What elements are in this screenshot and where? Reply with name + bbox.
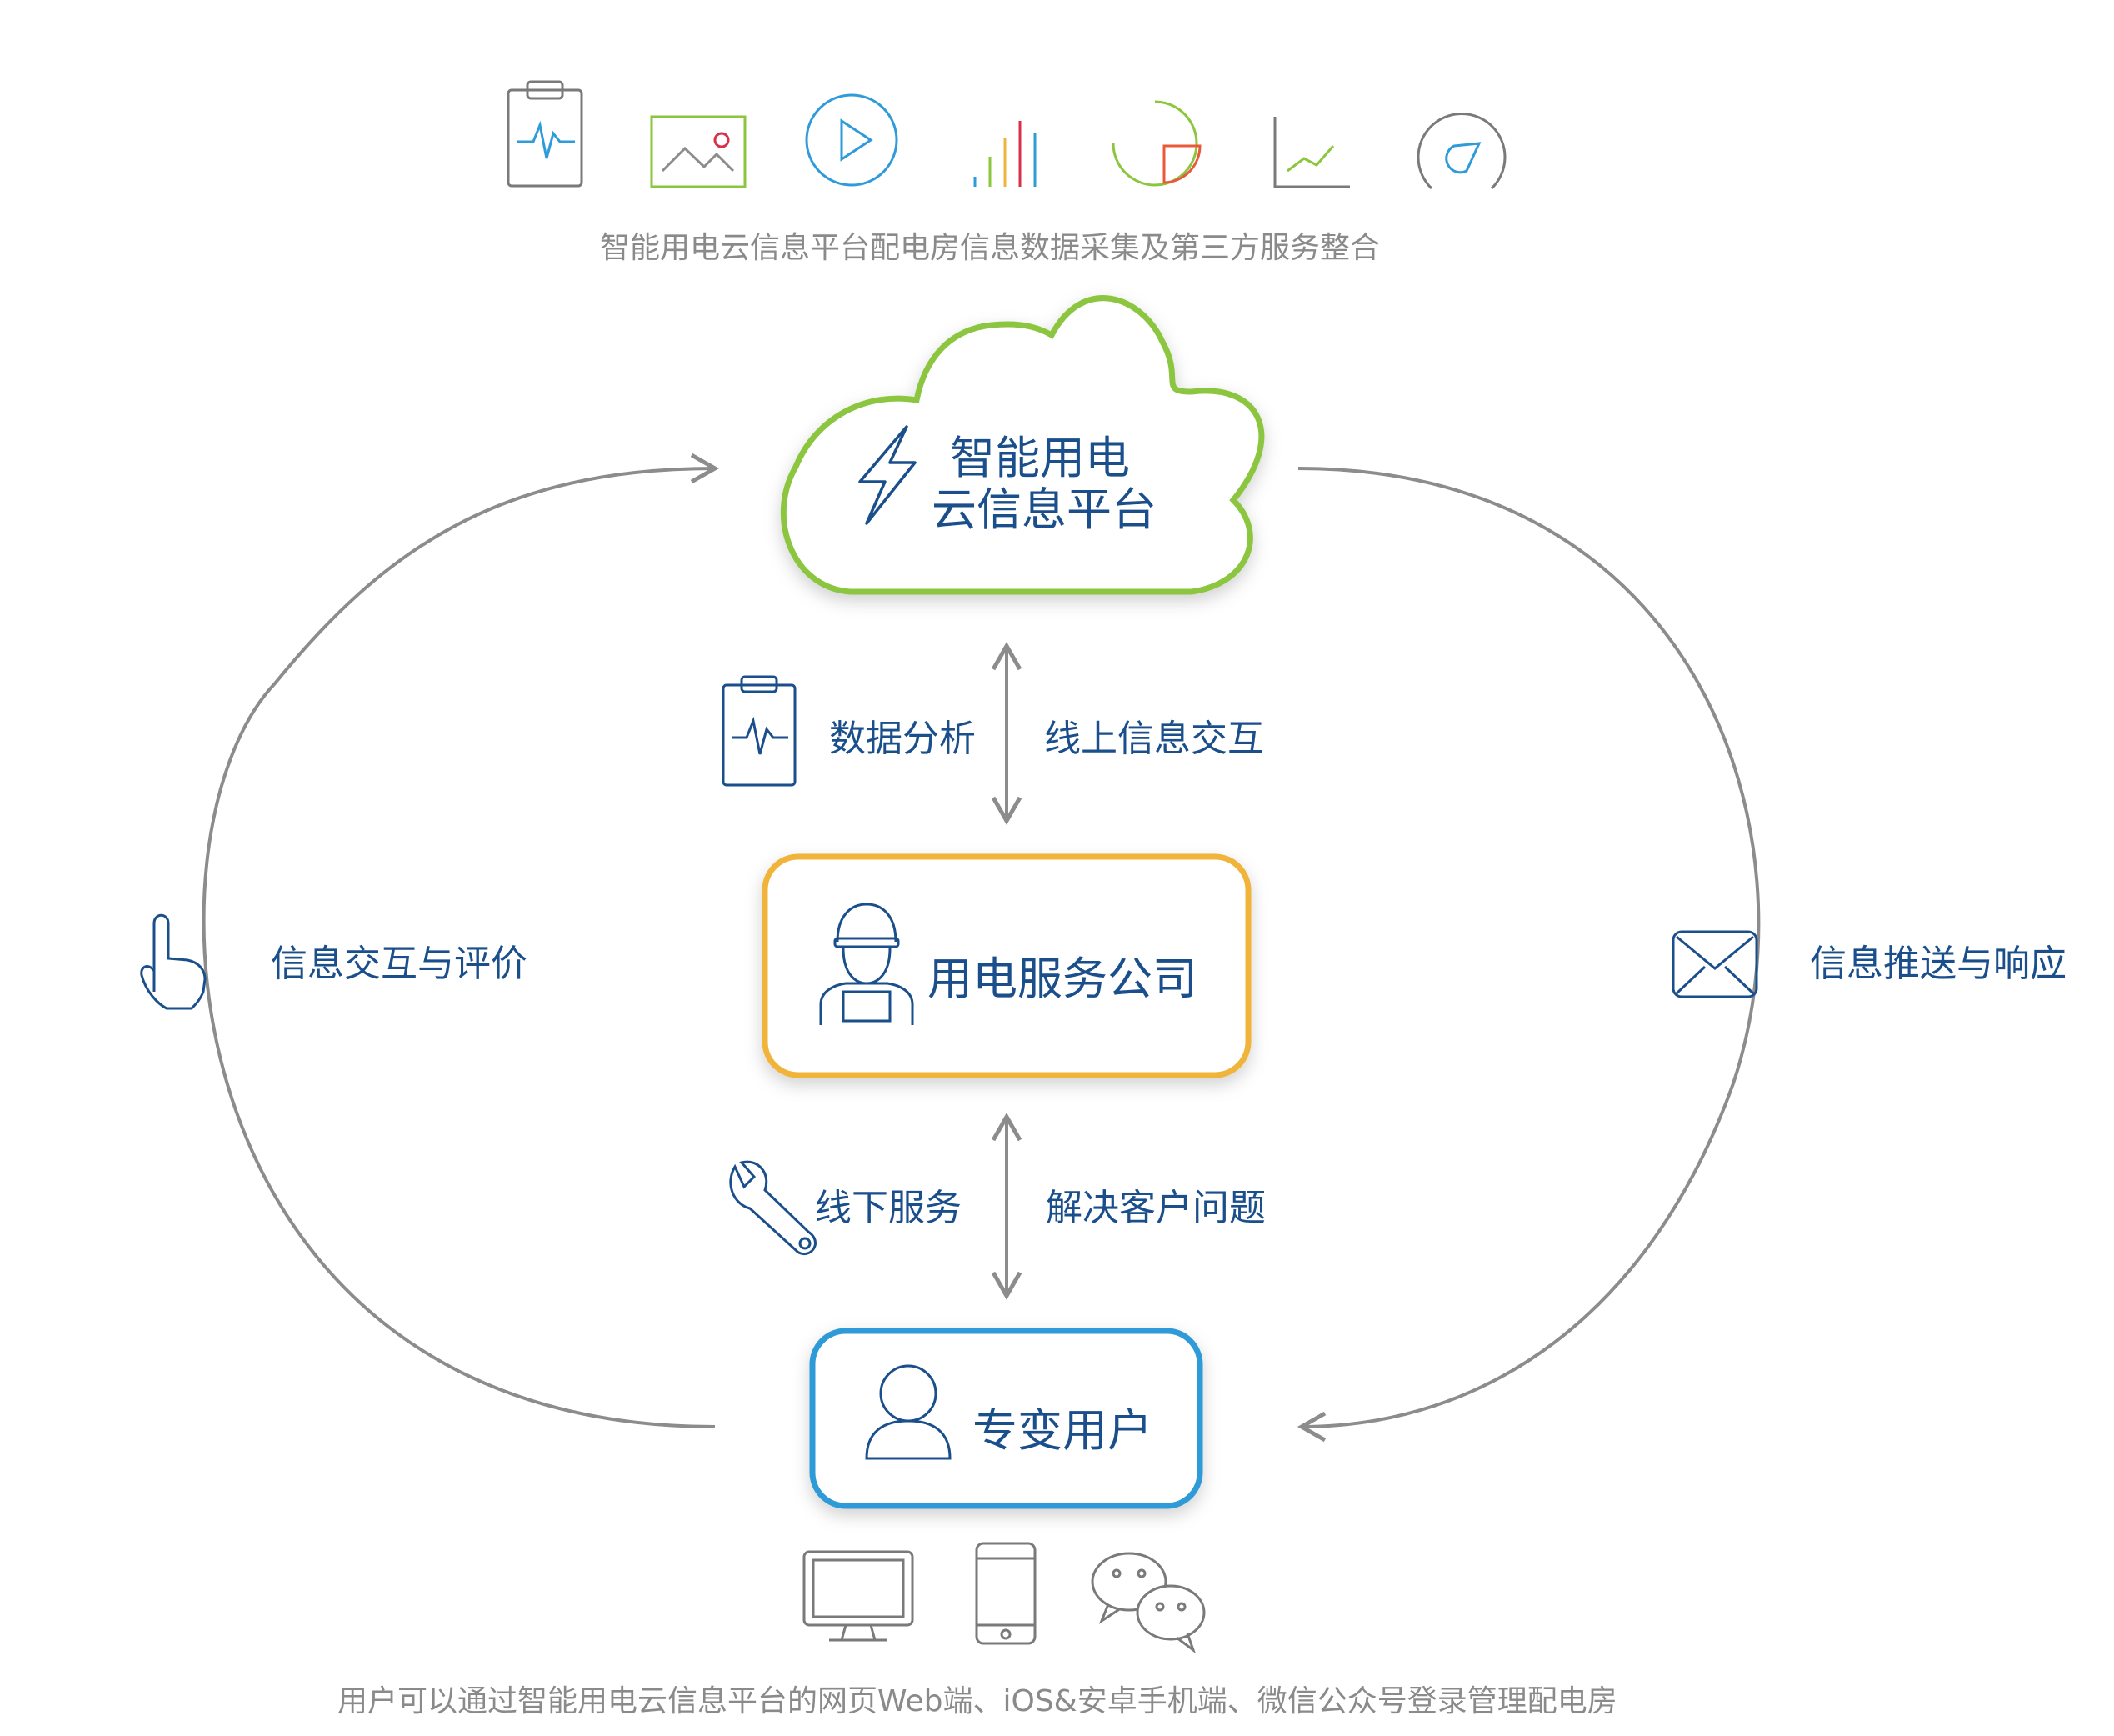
hand-pointer-icon [140,913,207,1010]
envelope-icon [1672,930,1758,998]
phone-icon [975,1542,1037,1645]
edge-label-online-interaction: 线上信息交互 [1044,718,1264,760]
right-arc-arrow [1297,467,1761,1443]
edge-label-offline-service: 线下服务 [815,1187,962,1229]
play-icon [805,93,898,187]
pie-chart-icon [1112,100,1202,187]
company-label: 用电服务公司 [927,953,1197,1005]
line-chart-icon [1273,117,1350,188]
edge-label-left-arc: 信息交互与评价 [271,943,527,985]
cloud-label-line2: 云信息平台 [932,483,1157,536]
lightning-icon [858,425,917,525]
cloud-shape [780,295,1265,595]
top-caption: 智能用电云信息平台配电房信息数据采集及第三方服务整合 [600,231,1381,265]
bar-chart-icon [973,121,1037,187]
edge-label-right-arc: 信息推送与响应 [1810,943,2067,985]
gauge-icon [1417,112,1507,190]
left-arc-arrow [202,453,720,1428]
bottom-caption: 用户可以通过智能用电云信息平台的网页Web端、iOS&安卓手机端、微信公众号登录… [337,1684,1617,1718]
user-node-box [809,1328,1203,1509]
monitor-icon [802,1550,914,1642]
user-icon [865,1364,952,1460]
cloud-label-line1: 智能用电 [950,432,1130,484]
edge-label-data-analysis: 数据分析 [829,718,976,760]
image-icon [650,115,747,188]
user-label: 专变用户 [972,1404,1152,1457]
edge-label-solve-problems: 解决客户问题 [1046,1187,1266,1229]
clipboard-pulse-icon-mid [722,675,797,787]
worker-icon [819,903,914,1025]
wechat-icon [1091,1552,1206,1654]
wrench-icon [729,1160,817,1256]
clipboard-pulse-icon [507,80,583,188]
